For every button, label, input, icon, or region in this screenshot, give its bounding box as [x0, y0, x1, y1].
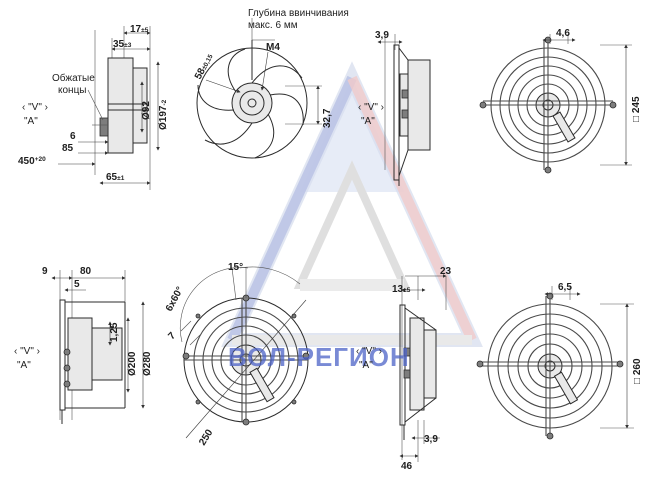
crimped-ends-label-2: концы [58, 85, 87, 96]
dim-17: 17±5 [130, 24, 149, 35]
dim-13: 13±5 [392, 284, 411, 295]
dim-450: 450+20 [18, 156, 46, 167]
dim-23: 23 [440, 266, 452, 277]
dim-d280: Ø280 [142, 351, 153, 376]
view-mark-v-top-right: ‹ "V" › [358, 102, 384, 113]
dim-85: 85 [62, 143, 74, 154]
dim-1-25: 1,25 [109, 322, 120, 342]
dim-d200: Ø200 [127, 351, 138, 376]
dim-58: 58±0,15 [193, 52, 216, 82]
dim-6-5: 6,5 [558, 282, 572, 293]
view-mark-a-top: "A" [24, 116, 38, 127]
depth-note-line2: макс. 6 мм [248, 20, 298, 31]
dim-9: 9 [42, 266, 48, 277]
view-mark-a-bottom: "A" [17, 360, 31, 371]
bottom-front-ring-view [179, 266, 310, 439]
dim-4-6: 4,6 [556, 28, 570, 39]
dim-46: 46 [401, 461, 413, 472]
dim-5: 5 [74, 279, 80, 290]
dim-3-9-bottom: 3,9 [424, 434, 438, 445]
crimped-ends-label-1: Обжатые [52, 72, 95, 84]
dim-d197: Ø197-2 [158, 99, 169, 130]
bottom-left-side-view [51, 270, 145, 424]
dim-6: 6 [70, 131, 76, 142]
depth-note-line1: Глубина ввинчивания [248, 7, 349, 19]
dim-d92: Ø92 [141, 101, 152, 120]
dim-35: 35±3 [113, 39, 132, 50]
dim-15-deg: 15° [228, 262, 243, 273]
top-grill-front-view [479, 34, 632, 174]
view-mark-v-bottom-right: ‹ "V" › [356, 346, 382, 357]
bottom-grill-front-view [476, 286, 634, 440]
watermark-text: ВОЛ-РЕГИОН [228, 342, 410, 372]
view-mark-v-bottom: ‹ "V" › [14, 346, 40, 357]
view-mark-v-top: ‹ "V" › [22, 102, 48, 113]
view-mark-a-top-right: "A" [361, 116, 375, 127]
dim-3-9-top: 3,9 [375, 30, 389, 41]
dim-260: □ 260 [632, 358, 643, 384]
dim-7: 7 [166, 330, 178, 342]
top-impeller-front [196, 18, 322, 159]
watermark-logo [221, 61, 483, 347]
dim-65: 65±1 [106, 172, 125, 183]
dim-80: 80 [80, 266, 92, 277]
dim-32-7: 32,7 [322, 108, 333, 128]
view-mark-a-bottom-right: "A" [359, 360, 373, 371]
dim-6x60: 6x60° [164, 285, 186, 313]
bottom-grill-side-view [399, 274, 447, 462]
top-left-side-view [58, 26, 160, 190]
dim-245: □ 245 [631, 96, 642, 122]
top-grill-side-view [377, 34, 431, 186]
dim-250: 250 [197, 427, 215, 447]
dim-m4: M4 [266, 42, 280, 53]
